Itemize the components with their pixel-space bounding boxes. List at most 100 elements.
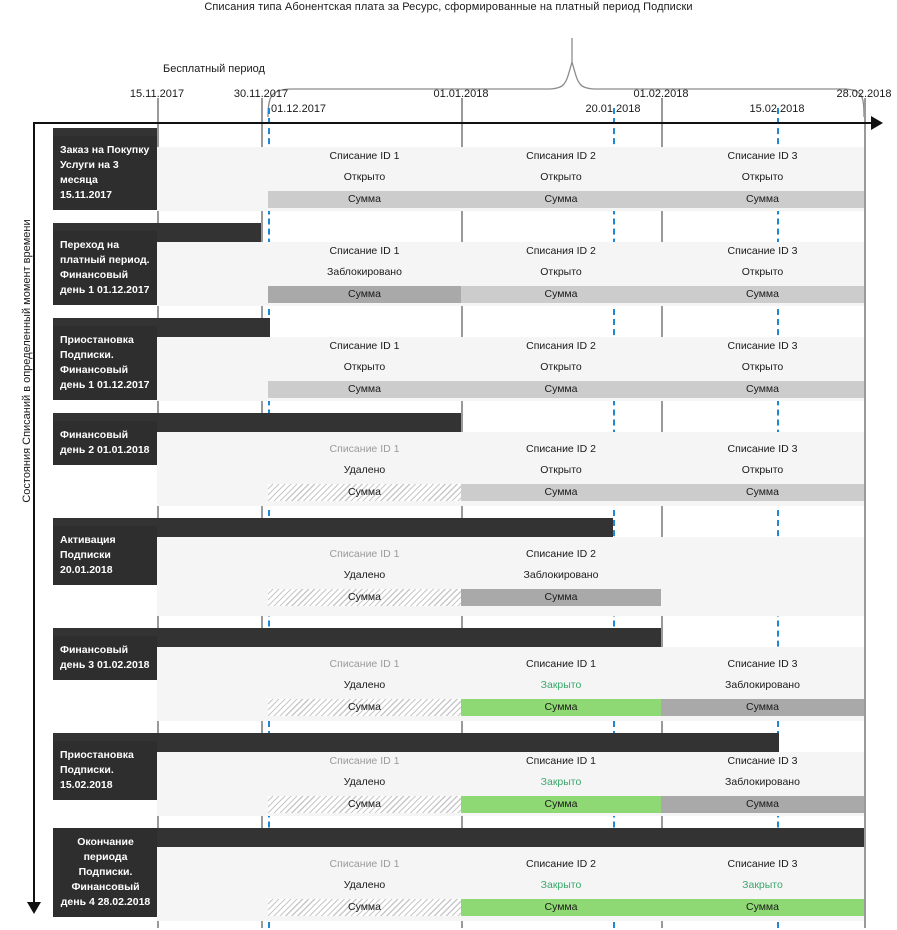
charge-state: Удалено: [343, 569, 386, 581]
charge-amount-bar: Сумма: [268, 286, 461, 303]
date-tick-upper: 01.02.2018: [633, 88, 689, 100]
charge-amount-bar: Сумма: [268, 899, 461, 916]
charge-amount-bar: Сумма: [661, 484, 864, 501]
charge-amount-bar: Сумма: [268, 796, 461, 813]
charge-amount-bar: Сумма: [461, 286, 661, 303]
row-label: Приостановка Подписки. Финансовый день 1…: [53, 326, 157, 400]
charge-id: Списание ID 1: [329, 755, 400, 767]
charge-id: Списание ID 3: [727, 150, 798, 162]
state-axis: [33, 122, 35, 907]
charge-amount-bar: Сумма: [268, 589, 461, 606]
charge-amount-bar: Сумма: [461, 381, 661, 398]
row-elapsed-bar: [53, 828, 864, 847]
grid-line-solid: [461, 98, 463, 928]
charge-amount-bar: Сумма: [661, 381, 864, 398]
charge-state: Открыто: [540, 266, 582, 278]
charge-id: Списание ID 3: [727, 755, 798, 767]
row-label: Приостановка Подписки. 15.02.2018: [53, 741, 157, 800]
grid-line-dashed: [613, 108, 615, 928]
charge-id: Списание ID 1: [329, 658, 400, 670]
grid-line-solid: [157, 98, 159, 928]
row-label: Финансовый день 2 01.01.2018: [53, 421, 157, 465]
grid-line-dashed: [777, 108, 779, 928]
charge-id: Списание ID 1: [526, 658, 596, 670]
charge-id: Списания ID 2: [526, 150, 596, 162]
charge-amount-bar: Сумма: [461, 589, 661, 606]
state-axis-arrow-icon: [27, 902, 41, 914]
date-tick-upper: 15.11.2017: [129, 88, 185, 100]
row-label: Окончание периода Подписки. Финансовый д…: [53, 828, 157, 917]
charge-id: Списание ID 1: [329, 245, 400, 257]
charge-state: Открыто: [540, 361, 582, 373]
charge-state: Открыто: [540, 171, 582, 183]
charge-state: Удалено: [343, 464, 386, 476]
charge-state: Открыто: [741, 464, 784, 476]
charge-id: Списание ID 3: [727, 245, 798, 257]
row-elapsed-bar: [53, 733, 779, 752]
date-tick-lower: 01.12.2017: [271, 103, 327, 115]
charge-state: Открыто: [540, 464, 582, 476]
charge-state: Открыто: [741, 266, 784, 278]
charge-state: Заблокировано: [327, 266, 402, 278]
charge-id: Списания ID 2: [526, 340, 596, 352]
charge-amount-bar: Сумма: [461, 899, 661, 916]
charge-state: Закрыто: [742, 879, 783, 891]
charge-id: Списание ID 2: [526, 858, 596, 870]
grid-line-solid: [261, 98, 263, 928]
charge-id: Списание ID 2: [526, 443, 596, 455]
charge-amount-bar: Сумма: [661, 796, 864, 813]
row-elapsed-bar: [53, 518, 613, 537]
charge-id: Списание ID 3: [727, 658, 798, 670]
charge-state: Удалено: [343, 879, 386, 891]
charge-id: Списание ID 2: [526, 548, 596, 560]
time-axis-arrow-icon: [871, 116, 883, 130]
row-label: Финансовый день 3 01.02.2018: [53, 636, 157, 680]
charge-id: Списание ID 1: [329, 858, 400, 870]
charge-state: Открыто: [343, 171, 386, 183]
charge-state: Заблокировано: [725, 679, 800, 691]
row-label: Активация Подписки 20.01.2018: [53, 526, 157, 585]
charge-amount-bar: Сумма: [461, 699, 661, 716]
charge-amount-bar: Сумма: [661, 286, 864, 303]
date-tick-upper: 01.01.2018: [433, 88, 489, 100]
charge-id: Списания ID 2: [526, 245, 596, 257]
row-label: Переход на платный период. Финансовый де…: [53, 231, 157, 305]
date-tick-upper: 30.11.2017: [233, 88, 289, 100]
row-elapsed-bar: [53, 628, 661, 647]
charge-state: Открыто: [343, 361, 386, 373]
time-axis: [33, 122, 873, 124]
charge-amount-bar: Сумма: [268, 191, 461, 208]
charge-amount-bar: Сумма: [661, 191, 864, 208]
charge-amount-bar: Сумма: [661, 699, 864, 716]
brace-bracket: [267, 38, 865, 118]
charge-id: Списание ID 1: [329, 443, 400, 455]
charge-state: Заблокировано: [725, 776, 800, 788]
charge-id: Списание ID 3: [727, 858, 798, 870]
grid-line-solid: [864, 98, 866, 928]
free-period-label: Бесплатный период: [163, 63, 265, 75]
